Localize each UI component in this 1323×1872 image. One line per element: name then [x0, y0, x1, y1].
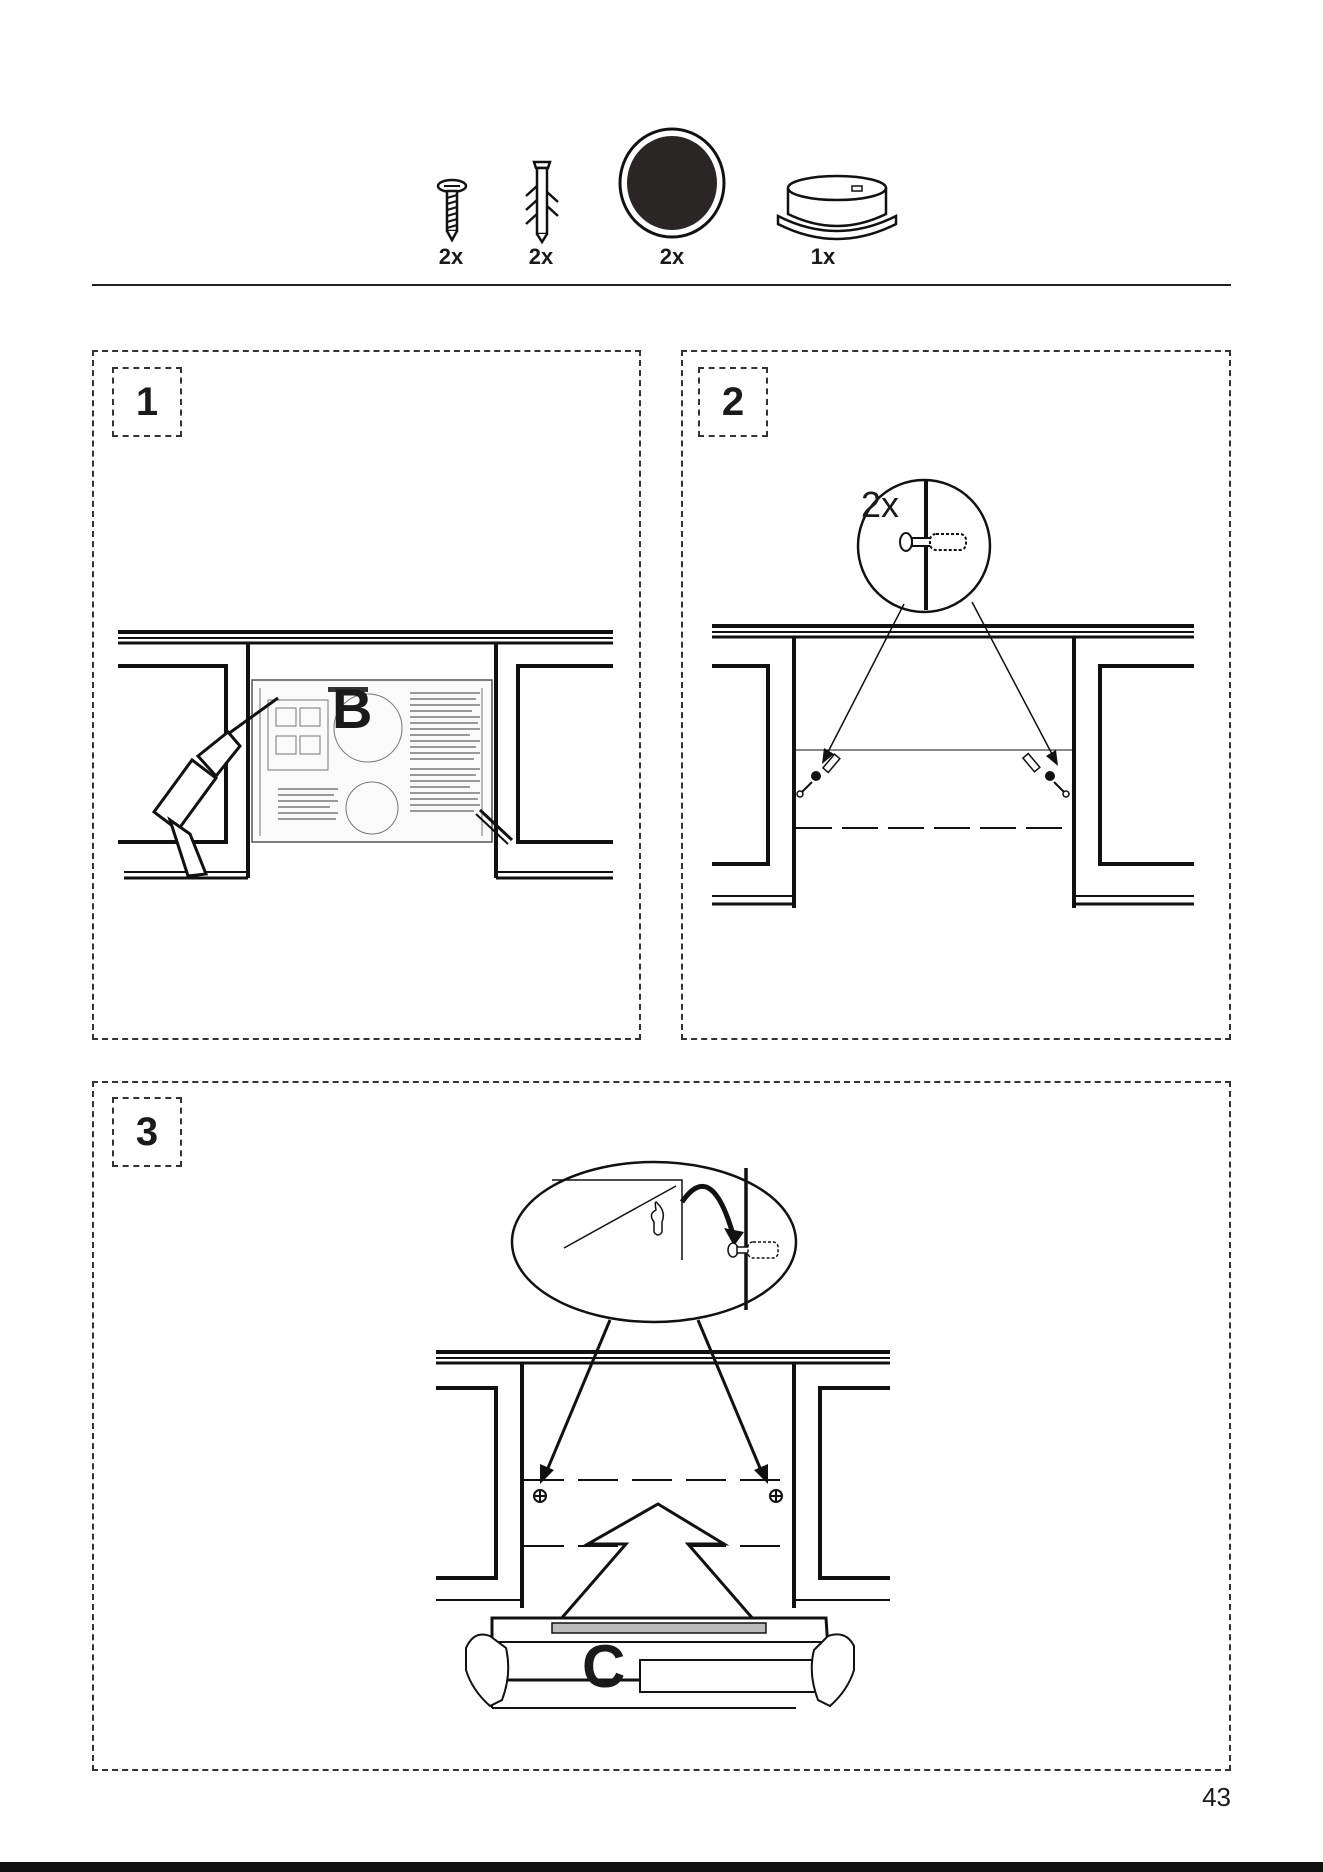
template-label: B — [332, 676, 372, 741]
screw-icon — [432, 176, 472, 244]
part-qty-screw: 2x — [439, 244, 463, 270]
step-3-number: 3 — [112, 1097, 182, 1167]
step-1-illustration — [118, 628, 618, 888]
ring-icon — [774, 172, 900, 238]
cover-cap-icon — [616, 126, 728, 240]
detail-quantity: 2x — [861, 484, 899, 526]
step-2-number: 2 — [698, 367, 768, 437]
part-qty-cover-cap: 2x — [660, 244, 684, 270]
wall-plug-icon — [520, 156, 564, 244]
hood-label: C — [582, 1632, 625, 1701]
part-qty-ring: 1x — [811, 244, 835, 270]
header-divider — [92, 284, 1231, 286]
screw-and-plug-detail-icon — [900, 533, 966, 551]
page-bottom-edge — [0, 1862, 1323, 1872]
part-qty-wall-plug: 2x — [529, 244, 553, 270]
step-3-illustration — [430, 1160, 910, 1715]
page-number: 43 — [1202, 1782, 1231, 1813]
step-2-illustration — [710, 476, 1210, 916]
step-1-number: 1 — [112, 367, 182, 437]
